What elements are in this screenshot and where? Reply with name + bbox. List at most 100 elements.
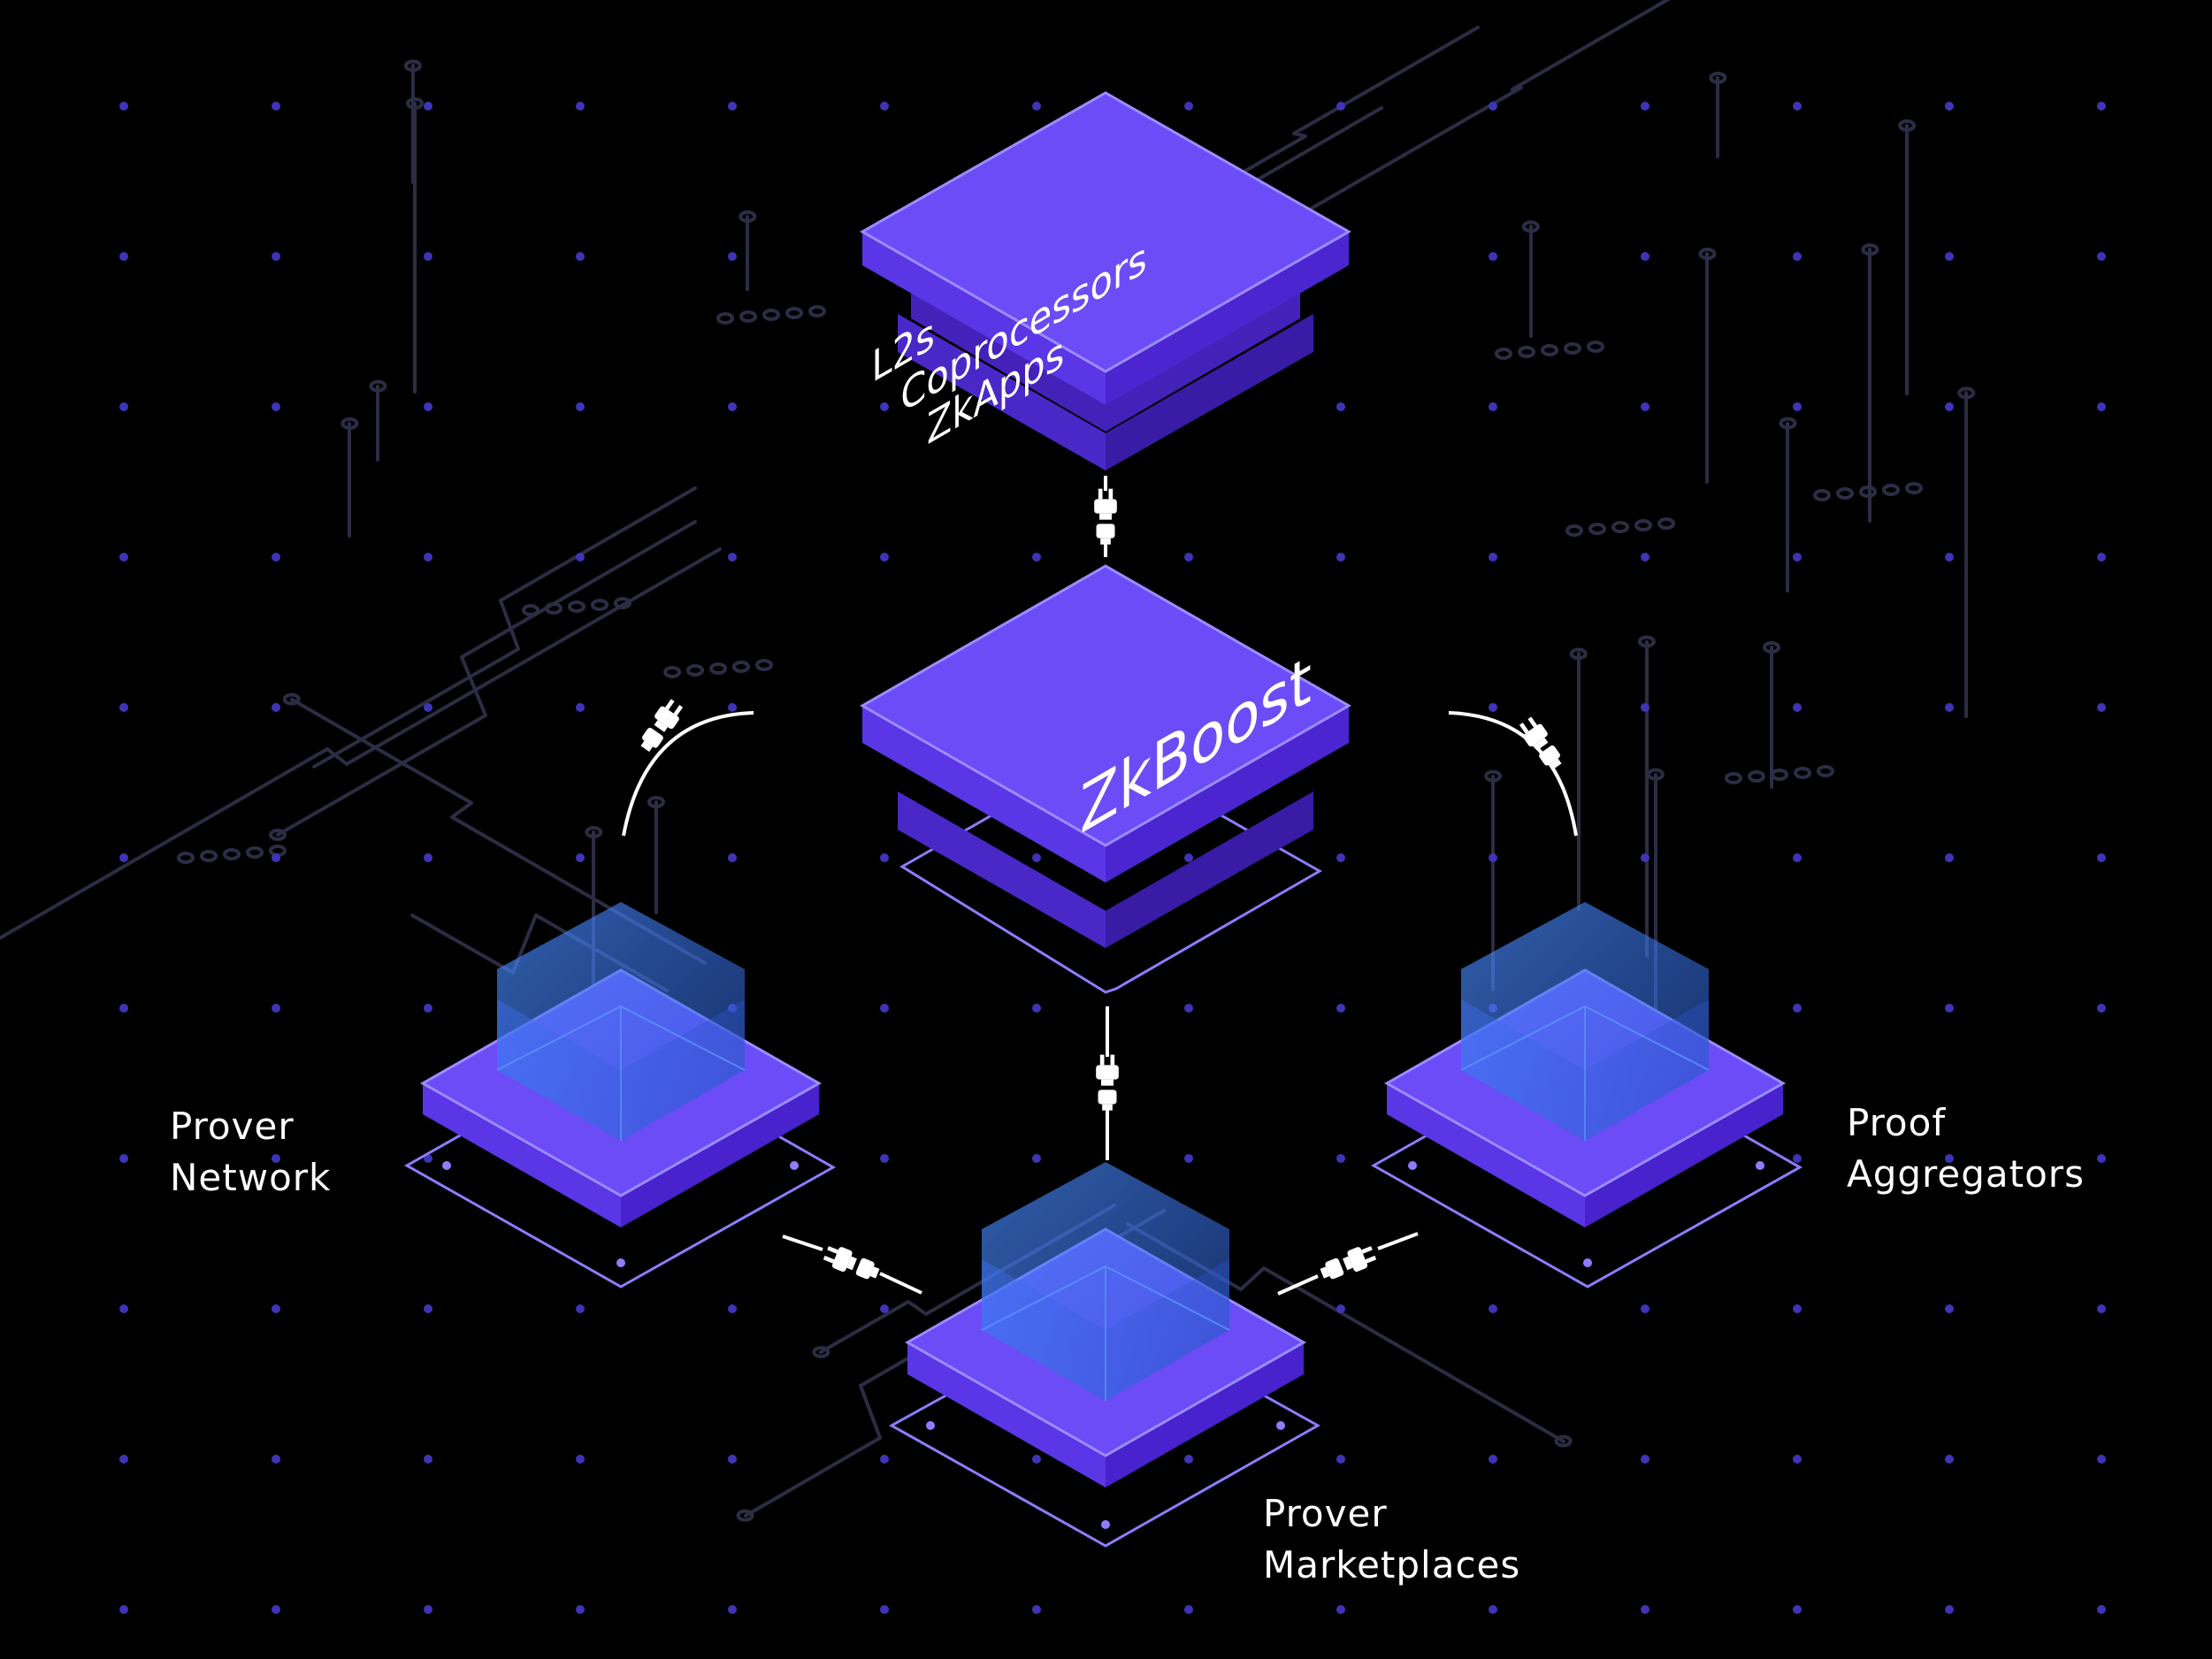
circuit-pad [369,379,387,393]
grid-dot [1641,553,1649,562]
circuit-trace [0,547,722,940]
grid-dot [728,102,737,111]
circuit-pad [177,852,195,864]
circuit-pad [200,850,218,862]
grid-dot [880,553,889,562]
proof-aggregators-line-1: Proof [1847,1101,1946,1144]
grid-dot [880,102,889,111]
grid-dot [1945,853,1954,862]
grid-dot [1184,1004,1193,1013]
node-proof-aggregators[interactable] [1370,902,1803,1288]
grid-dot [2097,252,2106,261]
grid-dot [272,1004,280,1013]
grid-dot [1793,252,1802,261]
circuit-pad [1709,72,1727,85]
grid-dot [424,553,432,562]
circuit-trace [1111,0,1671,325]
connector-hub-marketplaces [1096,1006,1119,1160]
grid-dot [1945,1004,1954,1013]
grid-dot [728,853,737,862]
circuit-pad [269,828,287,841]
grid-dot [424,853,432,862]
grid-dot [119,703,128,712]
grid-dot [1489,252,1497,261]
grid-dot [272,402,280,411]
grid-dot [1489,853,1497,862]
grid-dot [272,703,280,712]
grid-dot [119,853,128,862]
grid-dot [1336,1605,1345,1614]
circuit-pad [1748,770,1765,783]
circuit-pad [736,1509,754,1522]
grid-dot [119,252,128,261]
circuit-pad [545,602,563,615]
circuit-pad [282,692,301,706]
grid-dot [1489,703,1497,712]
circuit-pad [808,305,826,317]
circuit-pad [732,661,750,673]
grid-dot [119,1154,128,1163]
grid-dot [424,703,432,712]
prover-marketplaces-line-1: Prover [1263,1492,1388,1535]
grid-dot [576,102,585,111]
grid-dot [728,1455,737,1464]
circuit-pad [739,210,757,223]
circuit-pad [1836,487,1854,500]
hub-block[interactable]: ZkBoost [859,564,1352,994]
circuit-pad [1882,484,1900,496]
node-label-proof-aggregators: Proof Aggregators [1847,1101,2084,1196]
grid-dot [576,1605,585,1614]
circuit-pad [1698,248,1717,261]
grid-dot [880,853,889,862]
circuit-pad [762,309,780,321]
grid-dot [2097,853,2106,862]
grid-dot [2097,102,2106,111]
grid-dot [272,1605,280,1614]
grid-dot [1641,252,1649,261]
connector-top-hub [1094,476,1117,557]
circuit-pad [1771,768,1788,781]
grid-dot [1489,1605,1497,1614]
circuit-pad [585,826,603,839]
grid-dot [1793,1605,1802,1614]
grid-dot [1793,553,1802,562]
grid-dot [880,402,889,411]
grid-dot [1489,102,1497,111]
grid-dot [424,1605,432,1614]
grid-dot [1336,1154,1345,1163]
circuit-pad [406,96,425,110]
grid-dot [119,102,128,111]
grid-dot [1489,1304,1497,1313]
grid-dot [2097,402,2106,411]
grid-dot [119,1455,128,1464]
grid-dot [1489,402,1497,411]
circuit-pad [739,310,757,323]
grid-dot [1336,402,1345,411]
grid-dot [1032,102,1041,111]
circuit-pad [591,599,608,611]
grid-dot [1032,1154,1041,1163]
grid-dot [424,1455,432,1464]
grid-dot [1641,1304,1649,1313]
circuit-pad [403,59,422,73]
circuit-pad [568,600,586,613]
grid-dot [880,1004,889,1013]
node-prover-network[interactable] [403,902,837,1288]
circuit-trace [290,698,707,965]
circuit-pad [1725,772,1742,784]
grid-dot [1184,102,1193,111]
grid-dot [424,1304,432,1313]
grid-dot [119,402,128,411]
grid-dot [880,1304,889,1313]
connector-marketplaces-prover-network [782,1235,922,1295]
circuit-pad [1588,523,1606,535]
grid-dot [880,1154,889,1163]
grid-dot [1793,853,1802,862]
grid-dot [1489,1455,1497,1464]
circuit-pad [341,417,359,430]
prover-network-line-2: Network [170,1156,331,1199]
grid-dot [1945,1605,1954,1614]
circuit-pad [812,1345,830,1358]
grid-dot [576,252,585,261]
node-prover-marketplaces[interactable] [888,1162,1321,1548]
